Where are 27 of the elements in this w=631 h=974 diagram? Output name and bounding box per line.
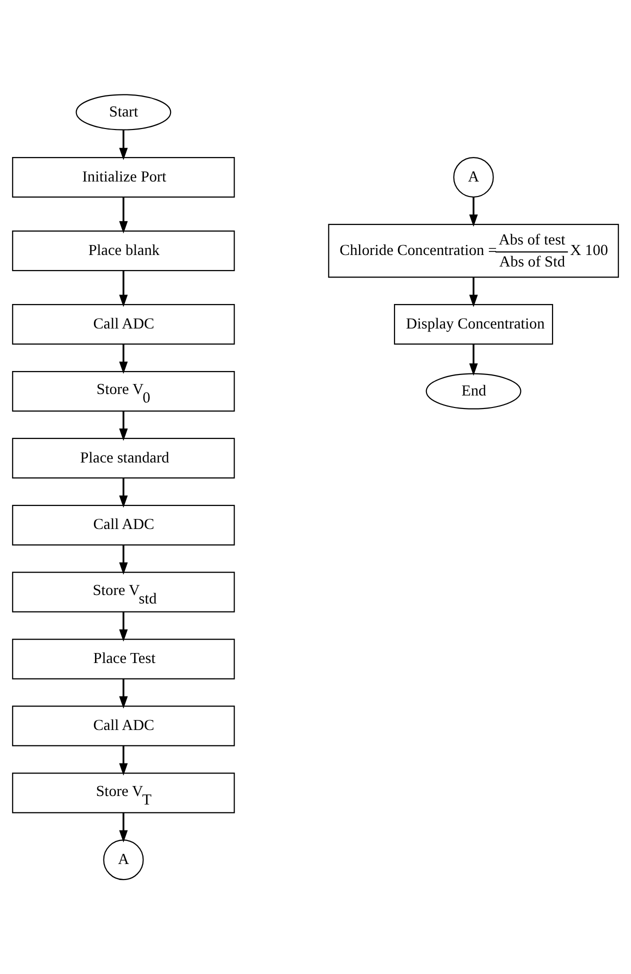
node-box: Place standard — [12, 438, 235, 479]
node-box: Chloride Concentration = Abs of test X 100 Abs of Std — [328, 224, 619, 278]
node-box: Call ADC — [12, 504, 235, 546]
node-box: Call ADC — [12, 304, 235, 345]
arrow — [119, 270, 128, 308]
node-box: Initialize Port — [12, 156, 235, 198]
arrow — [469, 344, 478, 376]
node-box: Display Concentration — [394, 304, 554, 345]
arrow — [119, 197, 128, 234]
arrow — [119, 130, 128, 160]
arrow — [119, 812, 128, 842]
arrow — [119, 612, 128, 642]
arrow — [119, 678, 128, 709]
arrow — [119, 344, 128, 374]
arrow — [119, 746, 128, 776]
arrow — [469, 197, 478, 227]
node-circle: A — [103, 840, 144, 880]
node-circle: A — [453, 156, 494, 198]
arrow — [469, 277, 478, 308]
node-box: Place blank — [12, 230, 235, 272]
node-box: Place Test — [12, 638, 235, 680]
arrow — [119, 411, 128, 441]
arrow — [119, 544, 128, 575]
arrow — [119, 478, 128, 508]
node-box: Call ADC — [12, 706, 235, 746]
node-ellipse: End — [426, 373, 522, 410]
node-ellipse: Start — [76, 94, 172, 130]
